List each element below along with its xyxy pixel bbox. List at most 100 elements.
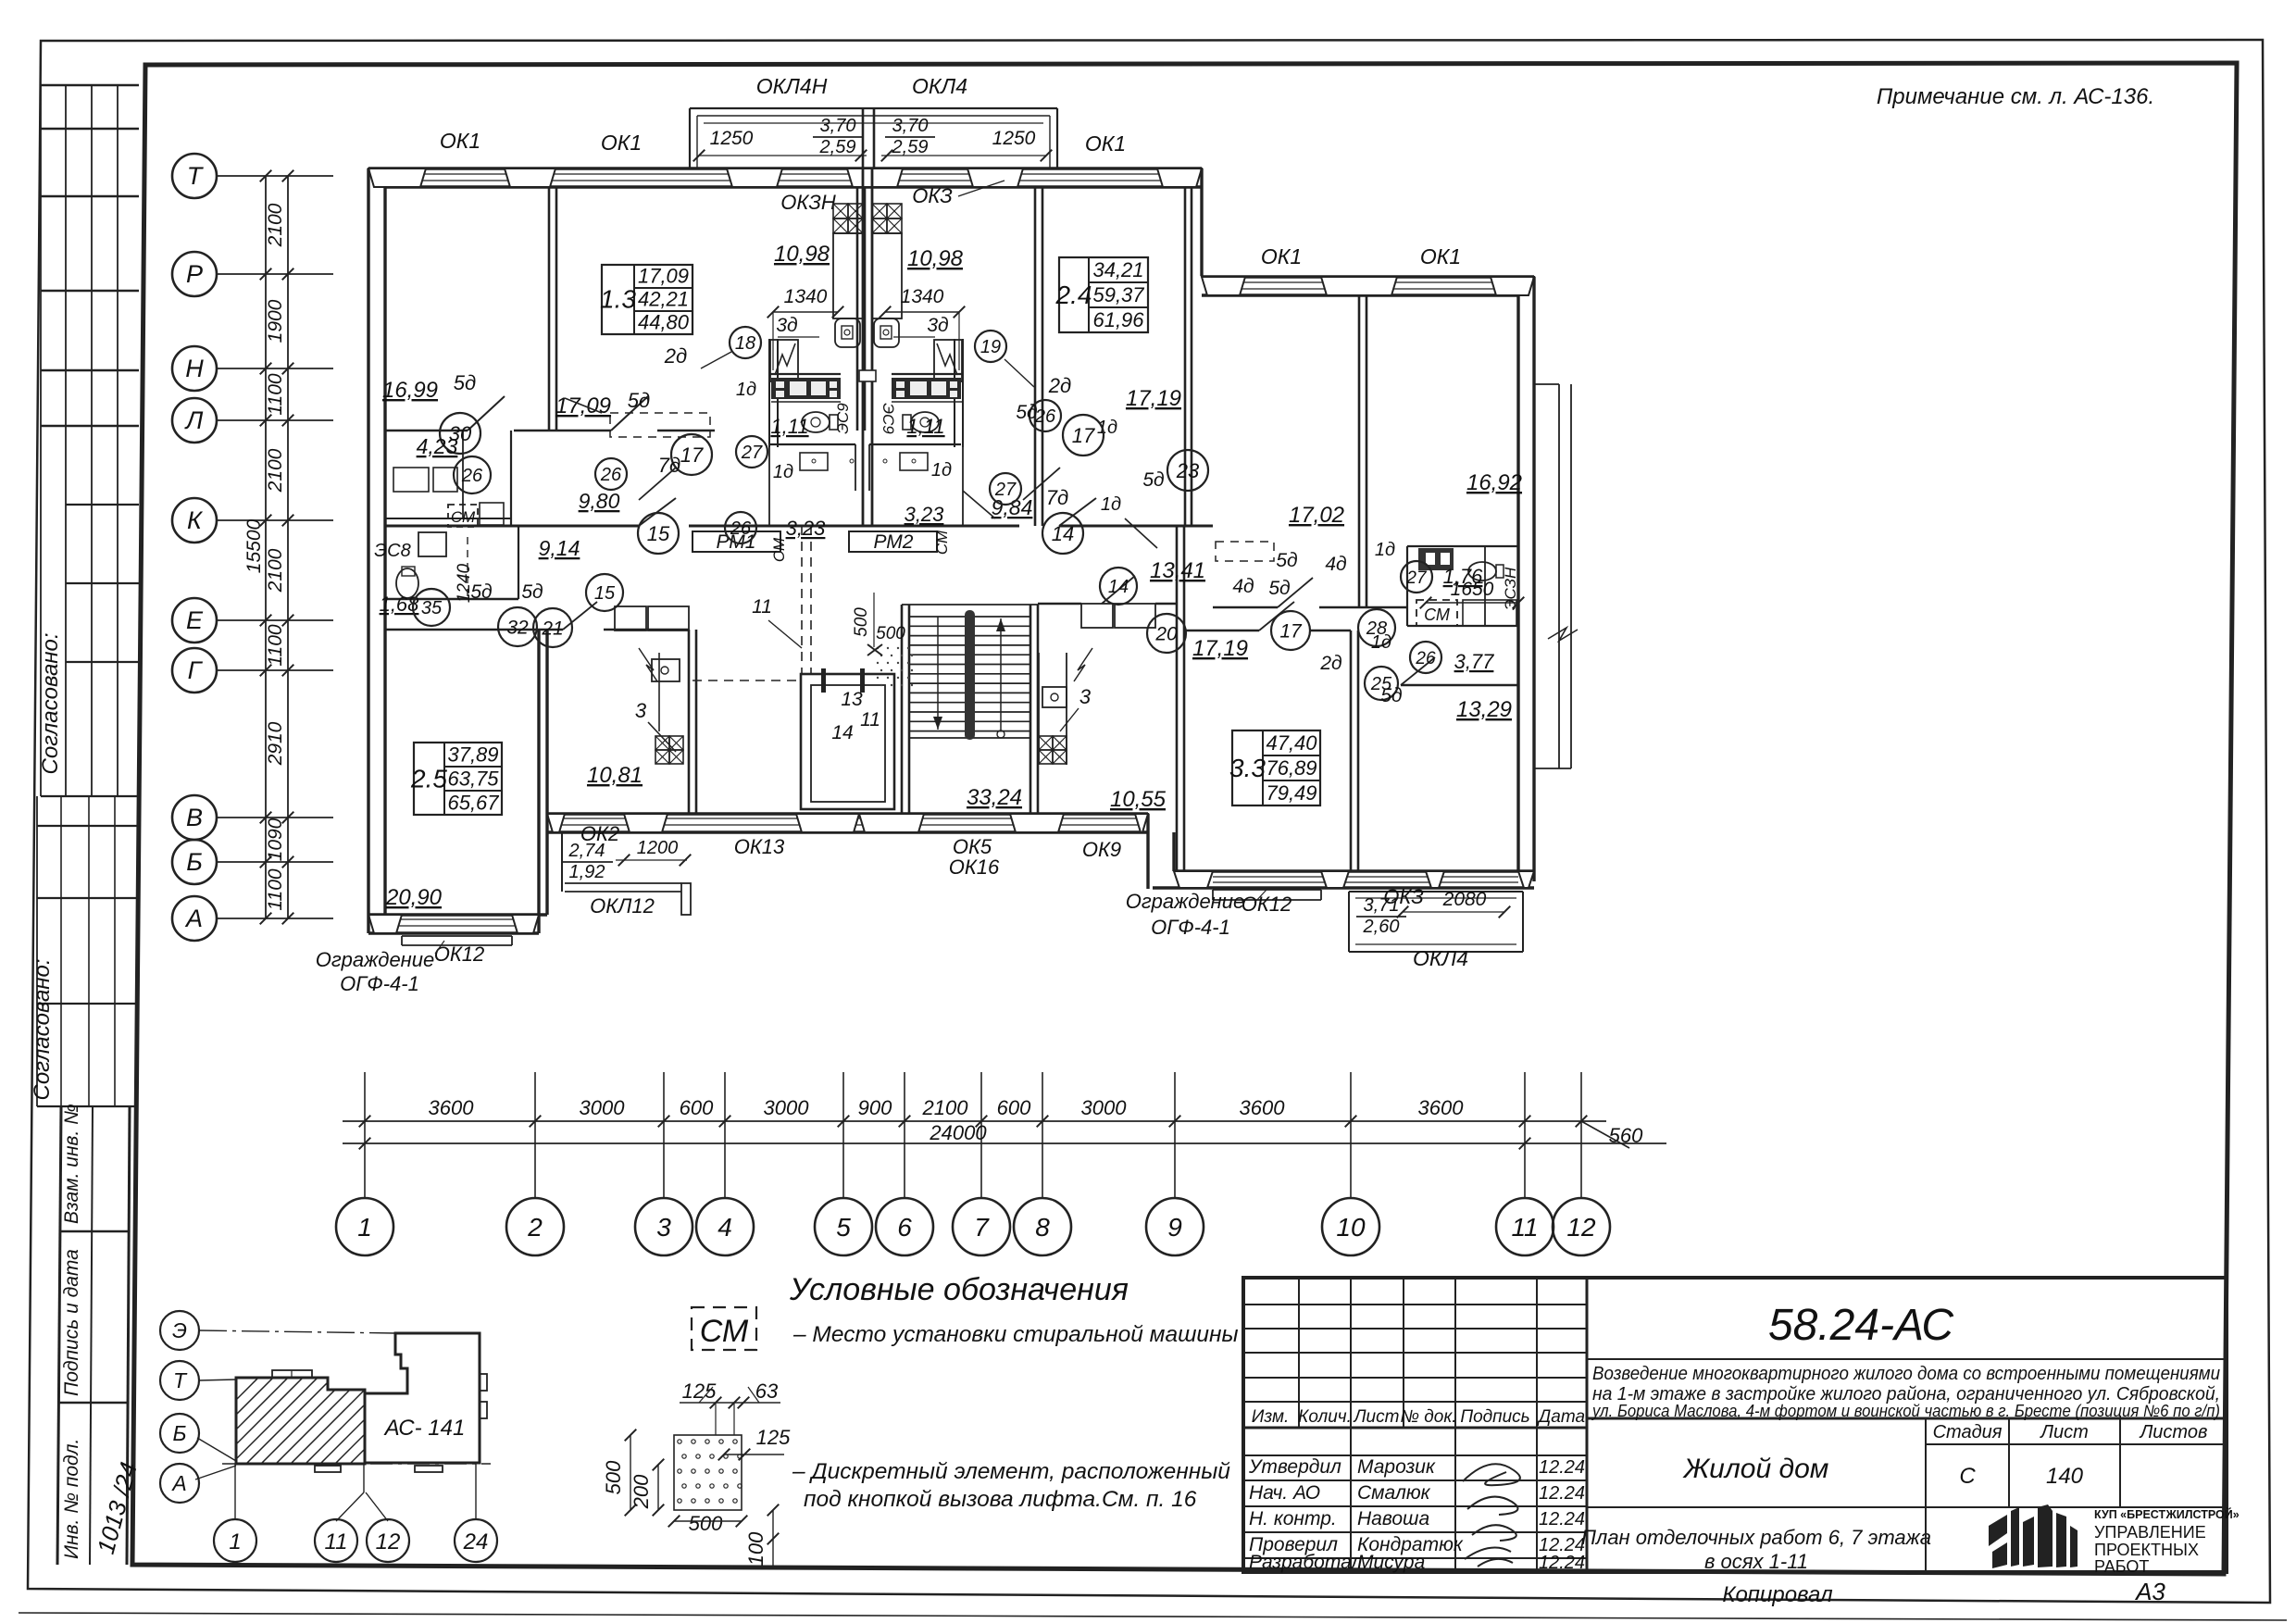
svg-text:3,70: 3,70 xyxy=(892,116,929,136)
svg-text:1,11: 1,11 xyxy=(770,415,808,438)
svg-text:ЭСЗН: ЭСЗН xyxy=(1502,567,1519,610)
svg-text:ОК1: ОК1 xyxy=(601,131,642,155)
svg-text:1650: 1650 xyxy=(1451,579,1494,600)
svg-text:125: 125 xyxy=(682,1380,717,1403)
svg-text:2,59: 2,59 xyxy=(819,137,856,157)
svg-text:1д: 1д xyxy=(773,462,793,482)
svg-text:на 1-м этаже в застройке жилог: на 1-м этаже в застройке жилого района, … xyxy=(1592,1384,2220,1405)
svg-text:14: 14 xyxy=(1052,522,1074,545)
svg-text:ОК1: ОК1 xyxy=(1420,244,1461,268)
svg-text:26: 26 xyxy=(730,518,752,539)
svg-text:1д: 1д xyxy=(736,380,756,400)
svg-text:Условные обозначения: Условные обозначения xyxy=(789,1272,1129,1307)
svg-text:600: 600 xyxy=(997,1096,1031,1119)
svg-text:Смалюк: Смалюк xyxy=(1357,1482,1431,1504)
svg-text:3000: 3000 xyxy=(580,1096,626,1119)
svg-text:2,59: 2,59 xyxy=(892,137,929,157)
svg-text:2100: 2100 xyxy=(265,203,286,247)
svg-text:ОК13: ОК13 xyxy=(734,835,785,858)
svg-text:2д: 2д xyxy=(1048,374,1071,397)
svg-text:25: 25 xyxy=(1370,674,1392,694)
svg-text:2.4: 2.4 xyxy=(1055,281,1092,309)
svg-text:5д: 5д xyxy=(1268,578,1290,599)
svg-text:20: 20 xyxy=(1154,624,1178,645)
svg-text:26: 26 xyxy=(1415,649,1436,668)
svg-text:17: 17 xyxy=(680,443,704,467)
svg-text:1100: 1100 xyxy=(265,868,286,910)
svg-text:47,40: 47,40 xyxy=(1266,731,1317,755)
svg-text:ОКЛ12: ОКЛ12 xyxy=(590,894,655,918)
svg-text:7: 7 xyxy=(974,1213,990,1242)
svg-text:3,23: 3,23 xyxy=(786,517,827,540)
svg-text:125: 125 xyxy=(756,1426,791,1449)
svg-text:Изм.: Изм. xyxy=(1252,1407,1290,1427)
svg-text:11: 11 xyxy=(860,709,880,730)
svg-text:100: 100 xyxy=(744,1531,767,1566)
svg-text:ул. Бориса Маслова, 4-м фортом: ул. Бориса Маслова, 4-м фортом и воинско… xyxy=(1591,1402,2220,1420)
svg-text:17,09: 17,09 xyxy=(638,265,689,288)
svg-text:1д: 1д xyxy=(1101,494,1121,515)
svg-text:3600: 3600 xyxy=(1240,1096,1286,1119)
svg-text:– Место установки стиральной м: – Место установки стиральной машины xyxy=(792,1322,1239,1347)
svg-text:2д: 2д xyxy=(1319,653,1341,674)
svg-text:560: 560 xyxy=(1609,1124,1643,1147)
svg-text:Н. контр.: Н. контр. xyxy=(1249,1508,1337,1529)
svg-text:Б: Б xyxy=(186,848,203,876)
svg-text:ОК5: ОК5 xyxy=(953,835,992,858)
svg-text:3: 3 xyxy=(656,1213,671,1242)
svg-text:28: 28 xyxy=(1366,618,1387,639)
svg-text:1: 1 xyxy=(357,1213,372,1242)
svg-text:13,29: 13,29 xyxy=(1456,697,1512,722)
svg-text:ОК1: ОК1 xyxy=(1261,244,1302,268)
svg-text:10: 10 xyxy=(1336,1213,1366,1242)
svg-text:9: 9 xyxy=(1167,1213,1182,1242)
svg-text:В: В xyxy=(186,804,203,831)
svg-text:1100: 1100 xyxy=(265,373,286,415)
svg-text:27: 27 xyxy=(741,443,763,463)
svg-text:14: 14 xyxy=(831,722,853,743)
svg-text:под кнопкой вызова лифта.См. п: под кнопкой вызова лифта.См. п. 16 xyxy=(804,1487,1197,1512)
svg-text:10,98: 10,98 xyxy=(774,242,830,267)
svg-text:33,24: 33,24 xyxy=(967,785,1022,810)
svg-text:5д: 5д xyxy=(1380,685,1402,706)
svg-text:1200: 1200 xyxy=(637,838,679,858)
svg-text:600: 600 xyxy=(680,1096,714,1119)
svg-text:ОКЗ: ОКЗ xyxy=(1383,885,1424,908)
svg-text:42,21: 42,21 xyxy=(638,288,689,311)
svg-text:ОК12: ОК12 xyxy=(1242,893,1292,916)
svg-text:2080: 2080 xyxy=(1442,889,1487,910)
svg-text:37,89: 37,89 xyxy=(447,743,498,766)
svg-text:13,41: 13,41 xyxy=(1150,558,1205,583)
svg-text:Инв. № подл.: Инв. № подл. xyxy=(61,1439,82,1559)
svg-text:26: 26 xyxy=(600,465,622,485)
svg-text:5д: 5д xyxy=(521,581,543,603)
svg-text:ОК12: ОК12 xyxy=(434,943,485,966)
svg-text:Колич.: Колич. xyxy=(1298,1407,1352,1427)
svg-text:12.24: 12.24 xyxy=(1539,1483,1585,1504)
svg-text:Копировал: Копировал xyxy=(1722,1582,1833,1607)
svg-text:ПРОЕКТНЫХ: ПРОЕКТНЫХ xyxy=(2094,1541,2199,1559)
svg-text:5д: 5д xyxy=(1016,402,1037,423)
svg-text:12: 12 xyxy=(1566,1213,1596,1242)
svg-text:Нач. АО: Нач. АО xyxy=(1249,1482,1320,1504)
svg-text:1250: 1250 xyxy=(992,128,1036,149)
svg-text:СМ: СМ xyxy=(451,508,476,526)
svg-text:1д: 1д xyxy=(1375,540,1395,560)
svg-text:СМ: СМ xyxy=(770,537,788,562)
svg-text:План отделочных работ 6, 7 эта: План отделочных работ 6, 7 этажа xyxy=(1581,1526,1931,1549)
svg-text:Кондратюк: Кондратюк xyxy=(1357,1534,1464,1555)
svg-text:9,80: 9,80 xyxy=(579,489,620,513)
svg-text:9,14: 9,14 xyxy=(539,536,580,560)
svg-text:3600: 3600 xyxy=(429,1096,475,1119)
svg-text:24000: 24000 xyxy=(929,1121,987,1144)
svg-text:АС- 141: АС- 141 xyxy=(383,1416,466,1441)
svg-text:Р: Р xyxy=(186,260,203,288)
svg-text:Подпись и дата: Подпись и дата xyxy=(61,1249,82,1396)
svg-text:3000: 3000 xyxy=(1081,1096,1128,1119)
svg-text:4: 4 xyxy=(718,1213,732,1242)
svg-text:ОК16: ОК16 xyxy=(949,855,1000,879)
svg-text:3д: 3д xyxy=(927,315,948,336)
svg-text:44,80: 44,80 xyxy=(638,311,690,334)
svg-text:СМ: СМ xyxy=(1424,606,1450,624)
svg-text:ОК1: ОК1 xyxy=(440,129,480,153)
